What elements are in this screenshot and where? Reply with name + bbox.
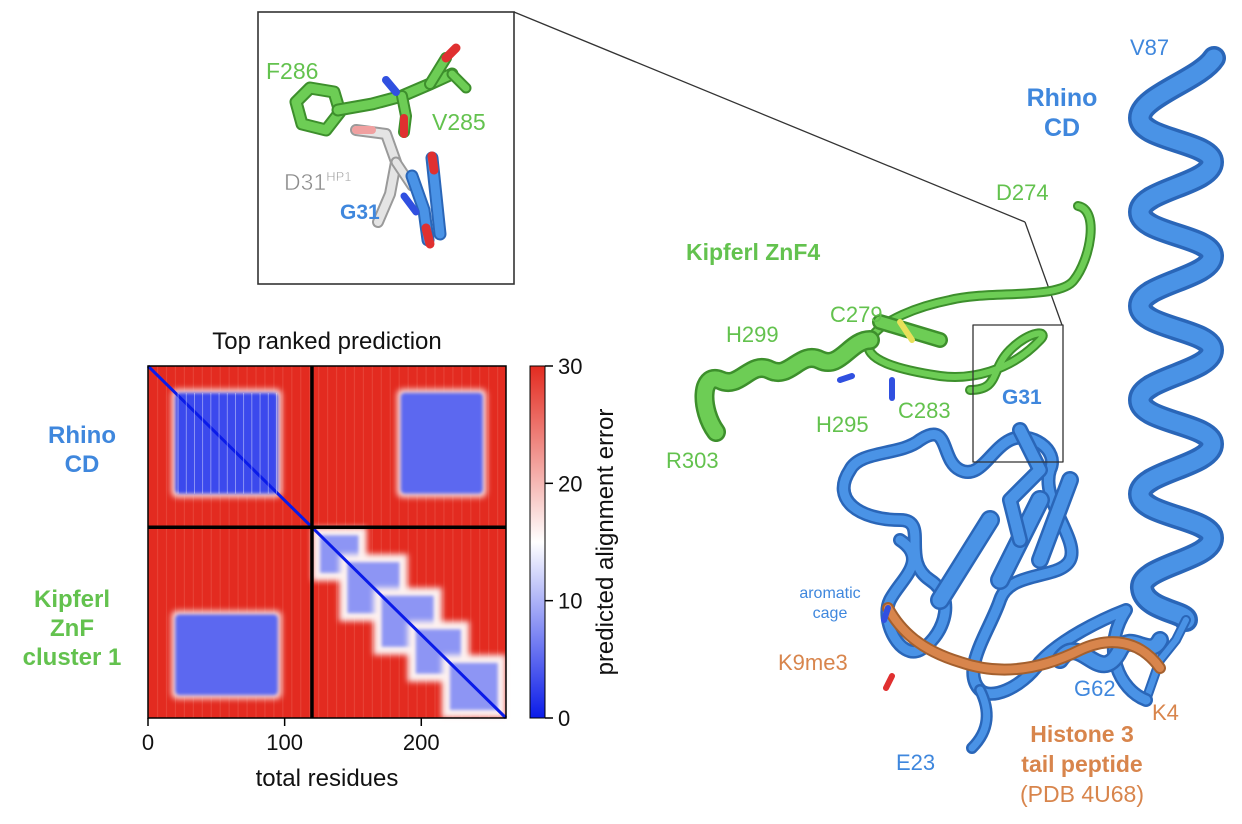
colorbar-tick-label: 10 [558, 589, 582, 614]
label-k4: K4 [1152, 700, 1179, 725]
label-g31-structure: G31 [1002, 386, 1042, 409]
heatmap-texture-column [201, 366, 203, 718]
heatmap-texture-column [174, 366, 177, 718]
label-r303: R303 [666, 448, 719, 473]
label-g62: G62 [1074, 676, 1116, 701]
heatmap-texture-column [183, 366, 185, 718]
label-histone-line1: Histone 3 [1030, 721, 1134, 747]
protein-structure [694, 46, 1226, 754]
label-c279: C279 [830, 302, 883, 327]
colorbar-ticks: 0 10 20 30 [545, 354, 582, 731]
heatmap-texture-column [479, 366, 481, 718]
colorbar: 0 10 20 30 predicted alignment error [529, 354, 619, 731]
heatmap-texture-column [219, 366, 221, 718]
row-label-kipferl-line1: Kipferl [34, 586, 110, 613]
label-aromatic-cage-line2: cage [813, 605, 848, 622]
heatmap-cell-block [400, 392, 483, 494]
heatmap-texture-column [273, 366, 275, 718]
inset-label-v285: V285 [432, 109, 486, 135]
pae-heatmap-chart: Top ranked prediction Rhino CD Kipferl Z… [23, 328, 619, 792]
heatmap-texture-column [264, 366, 266, 718]
heatmap-texture-column [488, 366, 490, 718]
inset-label-g31: G31 [340, 201, 380, 224]
heatmap-texture-column [309, 366, 311, 718]
label-e23: E23 [896, 750, 935, 775]
heatmap-cell-block [175, 614, 278, 696]
heatmap-texture-column [371, 366, 373, 718]
connector-line-bottom [1024, 221, 1063, 326]
x-axis-tick-label: 0 [142, 730, 154, 755]
colorbar-tick-label: 0 [558, 706, 570, 731]
heatmap-texture-column [407, 366, 409, 718]
row-label-kipferl-line3: cluster 1 [23, 644, 122, 671]
label-k9me3: K9me3 [778, 650, 848, 675]
heatmap-texture-column [470, 366, 472, 718]
heatmap-texture-column [246, 366, 248, 718]
heatmap-texture-column [434, 366, 436, 718]
inset-label-f286: F286 [266, 58, 318, 84]
x-axis: 0 100 200 [142, 718, 440, 755]
heatmap-texture-column [300, 366, 302, 718]
row-label-rhino-line1: Rhino [48, 422, 116, 449]
rhino-helix [1128, 46, 1226, 705]
label-h299: H299 [726, 322, 779, 347]
inset-label-d31-superscript: HP1 [326, 169, 351, 184]
heatmap-texture-column [192, 366, 194, 718]
heatmap-frame [147, 365, 507, 719]
heatmap-texture-column [156, 366, 159, 718]
label-d274: D274 [996, 180, 1049, 205]
heatmap-plot-area [146, 364, 508, 720]
heatmap-main-diagonal [146, 364, 508, 720]
heatmap-texture-column [210, 366, 212, 718]
heatmap-texture-column [416, 366, 418, 718]
heatmap-texture-column [165, 366, 168, 718]
inset-panel: F286 V285 D31HP1 G31 [257, 11, 1063, 326]
label-histone-line3: (PDB 4U68) [1020, 781, 1144, 807]
heatmap-texture-column [237, 366, 239, 718]
heatmap-texture-column [291, 366, 293, 718]
label-aromatic-cage-line1: aromatic [799, 585, 860, 602]
colorbar-tick-label: 20 [558, 471, 582, 496]
f286-sidechain [289, 43, 472, 138]
x-axis-tick-label: 200 [403, 730, 440, 755]
x-axis-tick-label: 100 [266, 730, 303, 755]
label-c283: C283 [898, 398, 951, 423]
heatmap-texture-column [425, 366, 427, 718]
g31-focus-box [972, 324, 1064, 463]
heatmap-texture-column [443, 366, 445, 718]
heatmap-texture-column [255, 366, 257, 718]
chart-title: Top ranked prediction [212, 328, 441, 355]
heatmap-texture-column [380, 366, 382, 718]
heatmap-texture-column [497, 366, 499, 718]
connector-line-top [513, 11, 1026, 223]
histone-tail-peptide [881, 602, 1166, 691]
structure-labels: V87 Rhino CD D274 Kipferl ZnF4 C279 H299… [666, 35, 1179, 807]
heatmap-texture-column [282, 366, 284, 718]
label-kipferl-znf4: Kipferl ZnF4 [686, 239, 820, 265]
inset-label-d31: D31HP1 [284, 169, 352, 195]
row-label-rhino-line2: CD [65, 451, 100, 478]
label-rhino-cd-line2: CD [1044, 114, 1080, 142]
colorbar-label: predicted alignment error [592, 409, 619, 676]
label-rhino-cd-line1: Rhino [1027, 84, 1098, 112]
row-group-labels: Rhino CD Kipferl ZnF cluster 1 [23, 422, 122, 671]
heatmap-texture-column [389, 366, 391, 718]
x-axis-label: total residues [256, 765, 399, 792]
heatmap-texture-column [398, 366, 400, 718]
row-label-kipferl-line2: ZnF [50, 615, 94, 642]
kipferl-znf4-ribbon [694, 201, 1096, 442]
colorbar-tick-label: 30 [558, 354, 582, 379]
g31-backbone [400, 151, 447, 249]
label-h295: H295 [816, 412, 869, 437]
label-v87: V87 [1130, 35, 1169, 60]
label-histone-line2: tail peptide [1021, 751, 1142, 777]
heatmap-texture-column [228, 366, 230, 718]
heatmap-texture-column [452, 366, 454, 718]
heatmap-texture-column [461, 366, 463, 718]
colorbar-gradient [529, 365, 546, 719]
